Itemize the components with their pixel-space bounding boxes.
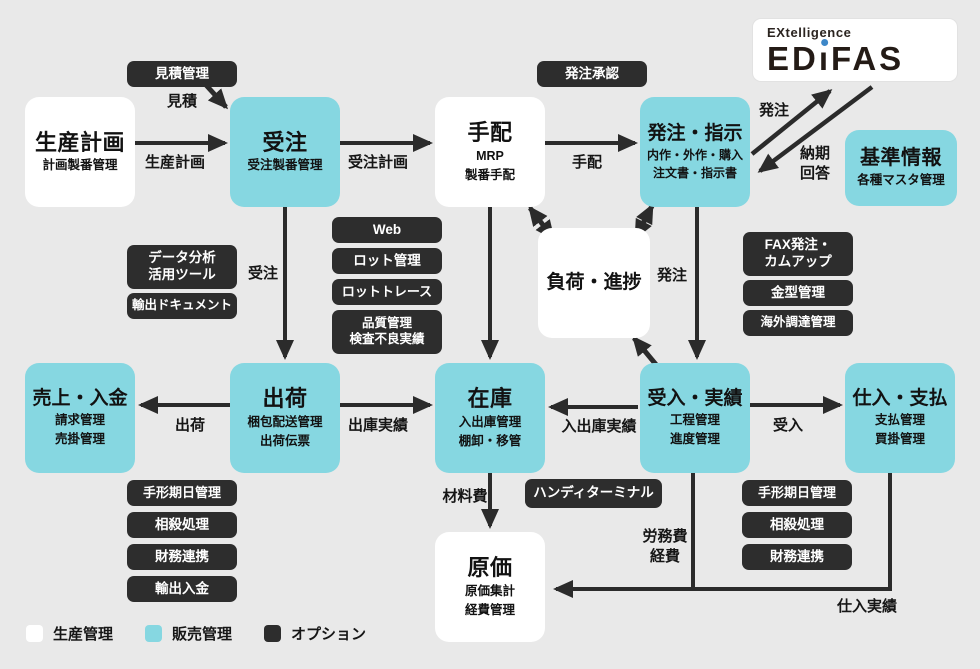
pill-bill-due-management-right: 手形期日管理 [742, 480, 852, 506]
arrangement-box: 手配 MRP 製番手配 [435, 97, 545, 207]
box-title: 原価 [467, 555, 513, 581]
box-subtitle: 出荷伝票 [259, 433, 310, 448]
inventory-box: 在庫 入出庫管理 棚卸・移管 [435, 363, 545, 473]
white-swatch-icon [26, 625, 43, 642]
edifas-letter-i: ı [818, 39, 832, 78]
label-production-plan: 生産計画 [144, 154, 206, 171]
pill-bill-due-management-left: 手形期日管理 [127, 480, 237, 506]
box-title: 基準情報 [860, 147, 942, 170]
label-order-plan: 受注計画 [347, 154, 409, 171]
label-issue-results: 出庫実績 [347, 417, 409, 434]
edifas-word-right: FAS [831, 40, 905, 78]
box-title: 受注 [262, 129, 308, 155]
pill-data-analysis-tool: データ分析 活用ツール [127, 245, 237, 289]
label-order: 受注 [247, 265, 279, 282]
box-subtitle: 梱包配送管理 [247, 414, 323, 429]
box-subtitle: 内作・外作・購入 [646, 147, 743, 162]
box-title: 出荷 [262, 386, 308, 412]
pill-quotation-management: 見積管理 [127, 61, 237, 87]
arrow-edifas-to-hacchu [757, 85, 874, 173]
pill-offset-processing-right: 相殺処理 [742, 512, 852, 538]
master-info-box: 基準情報 各種マスタ管理 [845, 130, 957, 206]
box-subtitle: 各種マスタ管理 [857, 173, 945, 188]
pill-export-deposit: 輸出入金 [127, 576, 237, 602]
cyan-swatch-icon [145, 625, 163, 642]
box-subtitle: 工程管理 [669, 413, 720, 428]
pill-export-documents: 輸出ドキュメント [127, 293, 237, 319]
pill-overseas-procurement: 海外調達管理 [743, 310, 853, 336]
box-subtitle: 売掛管理 [54, 431, 105, 446]
label-material-cost: 材料費 [442, 488, 488, 505]
box-title: 在庫 [467, 386, 513, 412]
pill-finance-link-right: 財務連携 [742, 544, 852, 570]
label-order-to-edifas: 発注 [758, 102, 790, 119]
pill-web: Web [332, 217, 442, 243]
label-receiving: 受入 [772, 417, 804, 434]
arrow-shiire-to-genka [553, 473, 892, 598]
box-title: 手配 [467, 120, 513, 146]
label-arrangement: 手配 [571, 154, 603, 171]
box-subtitle: 進度管理 [669, 431, 720, 446]
order-box: 受注 受注製番管理 [230, 97, 340, 207]
pill-order-approval: 発注承認 [537, 61, 647, 87]
load-progress-box: 負荷・進捗 [538, 228, 650, 338]
box-subtitle: 支払管理 [874, 413, 925, 428]
box-subtitle: MRP [476, 148, 504, 163]
production-plan-box: 生産計画 計画製番管理 [25, 97, 135, 207]
pill-offset-processing-left: 相殺処理 [127, 512, 237, 538]
legend: 生産管理 販売管理 オプション [26, 623, 366, 644]
arrow-ukeire-to-fuka [632, 335, 660, 369]
cost-box: 原価 原価集計 経費管理 [435, 532, 545, 642]
label-delivery-reply: 納期 回答 [799, 145, 831, 182]
label-in-out-results: 入出庫実績 [561, 418, 637, 435]
label-purchase-results: 仕入実績 [836, 598, 898, 615]
pill-lot-trace: ロットトレース [332, 279, 442, 305]
legend-item-sales: 販売管理 [145, 623, 232, 644]
edifas-word-left: ED [767, 40, 819, 78]
box-title: 生産計画 [34, 129, 125, 155]
pill-handy-terminal: ハンディターミナル [525, 479, 662, 508]
box-title: 受入・実績 [647, 388, 743, 410]
box-subtitle: 原価集計 [464, 583, 515, 598]
box-subtitle: 請求管理 [54, 413, 105, 428]
receiving-results-box: 受入・実績 工程管理 進度管理 [640, 363, 750, 473]
label-purchase-order: 発注 [656, 267, 688, 284]
arrow-mitsumori-to-juchu [204, 83, 229, 110]
label-quotation: 見積 [166, 93, 198, 110]
pill-lot-management: ロット管理 [332, 248, 442, 274]
edifas-brand-text: EXtelligence [767, 25, 852, 40]
dark-swatch-icon [264, 625, 282, 642]
box-title: 発注・指示 [647, 122, 743, 144]
box-title: 仕入・支払 [852, 388, 948, 410]
shipping-box: 出荷 梱包配送管理 出荷伝票 [230, 363, 340, 473]
legend-item-production: 生産管理 [26, 623, 113, 644]
box-subtitle: 棚卸・移管 [458, 433, 522, 448]
edifas-blue-dot-icon [821, 39, 829, 47]
box-subtitle: 入出庫管理 [458, 414, 522, 429]
box-subtitle: 買掛管理 [874, 431, 925, 446]
legend-item-option: オプション [264, 623, 366, 644]
label-shipping: 出荷 [174, 417, 206, 434]
pill-fax-order-comeup: FAX発注・ カムアップ [743, 232, 853, 276]
purchase-order-box: 発注・指示 内作・外作・購入 注文書・指示書 [640, 97, 750, 207]
box-subtitle: 経費管理 [464, 602, 515, 617]
pill-finance-link-left: 財務連携 [127, 544, 237, 570]
arrow-hacchu-to-edifas [750, 89, 833, 156]
box-title: 売上・入金 [32, 388, 128, 410]
pill-mold-management: 金型管理 [743, 280, 853, 306]
purchase-payment-box: 仕入・支払 支払管理 買掛管理 [845, 363, 955, 473]
box-title: 負荷・進捗 [546, 272, 642, 294]
sales-deposit-box: 売上・入金 請求管理 売掛管理 [25, 363, 135, 473]
box-subtitle: 受注製番管理 [247, 158, 323, 173]
box-subtitle: 注文書・指示書 [652, 165, 737, 180]
pill-quality-management: 品質管理 検査不良実績 [332, 310, 442, 354]
box-subtitle: 製番手配 [464, 167, 515, 182]
box-subtitle: 計画製番管理 [42, 158, 118, 173]
label-labor-expense: 労務費 経費 [642, 528, 688, 565]
